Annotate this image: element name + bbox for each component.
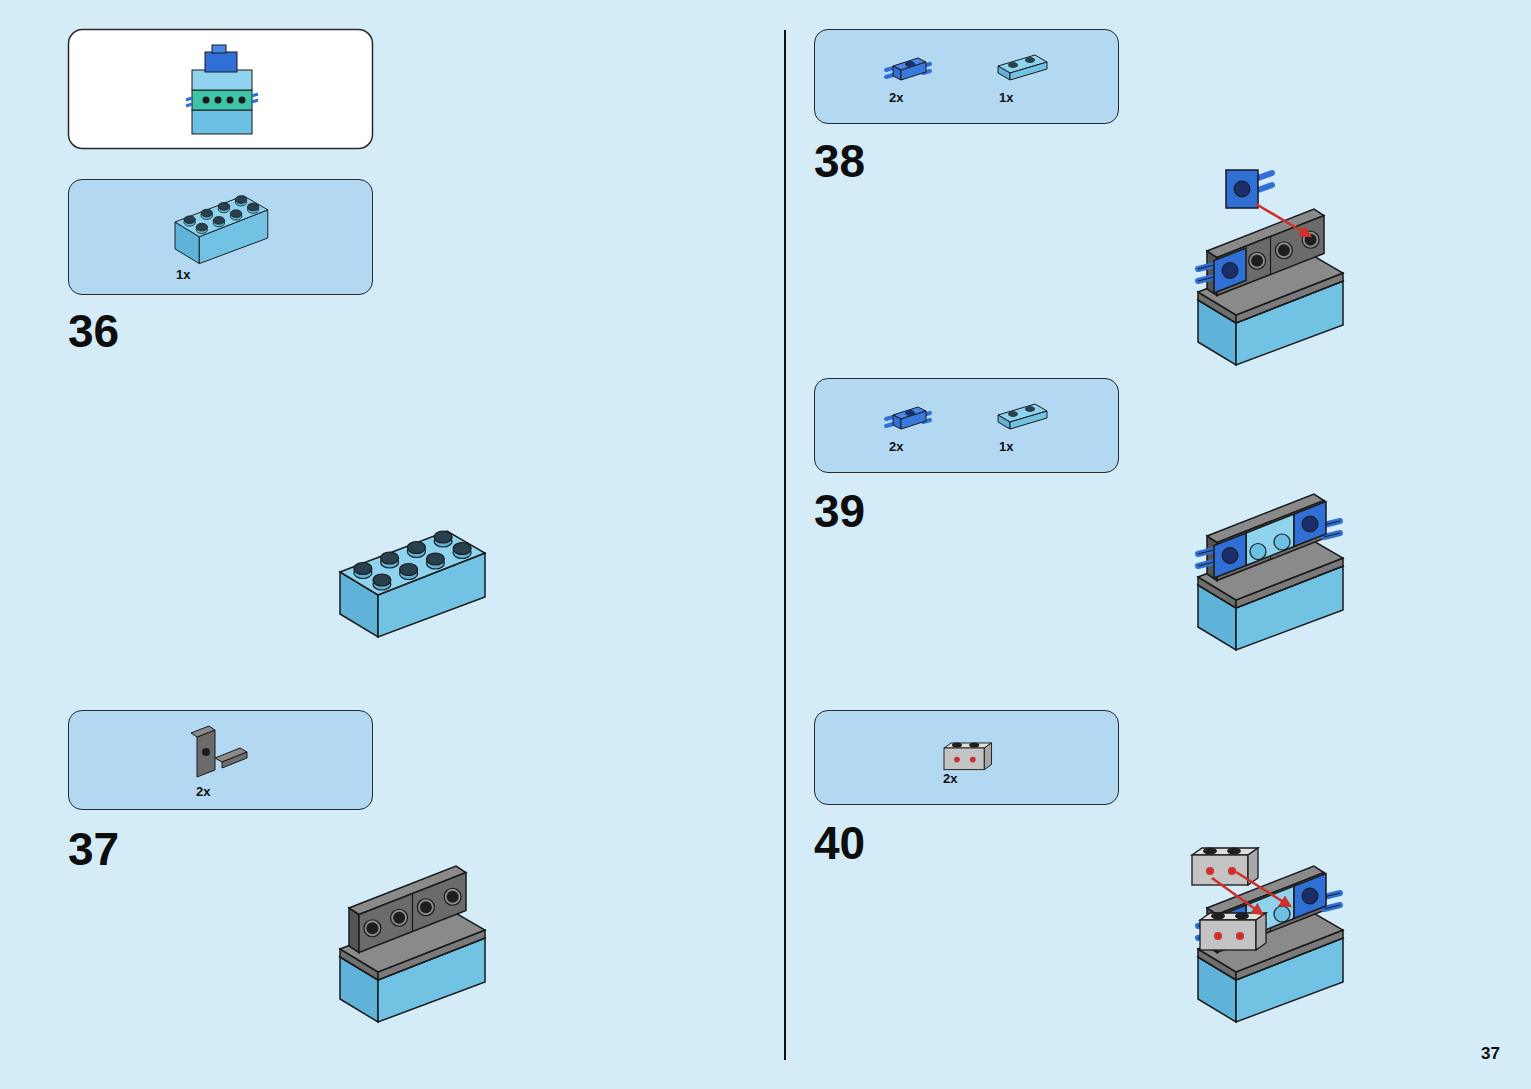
page-divider: [784, 30, 786, 1060]
step-number: 38: [814, 138, 865, 184]
parts-callout: 2x 1x: [814, 29, 1119, 124]
step-assembly: [1198, 170, 1343, 365]
step-number: 39: [814, 488, 865, 534]
part-count: 2x: [889, 91, 903, 105]
step-assembly: [1192, 848, 1343, 1023]
part-icon: [175, 196, 268, 264]
part-icon: [886, 407, 930, 429]
callout-ground: [814, 29, 1119, 124]
parts-callout: 1x: [68, 179, 373, 295]
preview-box: [69, 30, 373, 149]
part-count: 1x: [999, 91, 1013, 105]
part-icon: [944, 743, 992, 770]
callout-ground: [68, 179, 373, 295]
parts-callout: 2x: [814, 710, 1119, 805]
step-number: 40: [814, 820, 865, 866]
part-count: 1x: [176, 268, 190, 282]
callout-ground: [68, 710, 373, 810]
callout-ground: [814, 378, 1119, 473]
parts-callout: 2x 1x: [814, 378, 1119, 473]
part-count: 2x: [196, 785, 210, 799]
page-number: 37: [1481, 1045, 1500, 1062]
step-number: 37: [68, 826, 119, 872]
callout-ground: [814, 710, 1119, 805]
part-icon: [886, 58, 930, 80]
part-icon: [998, 404, 1047, 429]
step-number: 36: [68, 308, 119, 354]
part-icon: [998, 55, 1047, 80]
part-count: 2x: [889, 440, 903, 454]
submodel-preview: [186, 45, 258, 134]
parts-callout: 2x: [68, 710, 373, 810]
part-icon: [191, 726, 247, 777]
part-count: 1x: [999, 440, 1013, 454]
step-assembly: [1198, 494, 1343, 650]
step-assembly: [340, 866, 485, 1022]
brick-2x4: [340, 531, 485, 637]
part-count: 2x: [943, 772, 957, 786]
